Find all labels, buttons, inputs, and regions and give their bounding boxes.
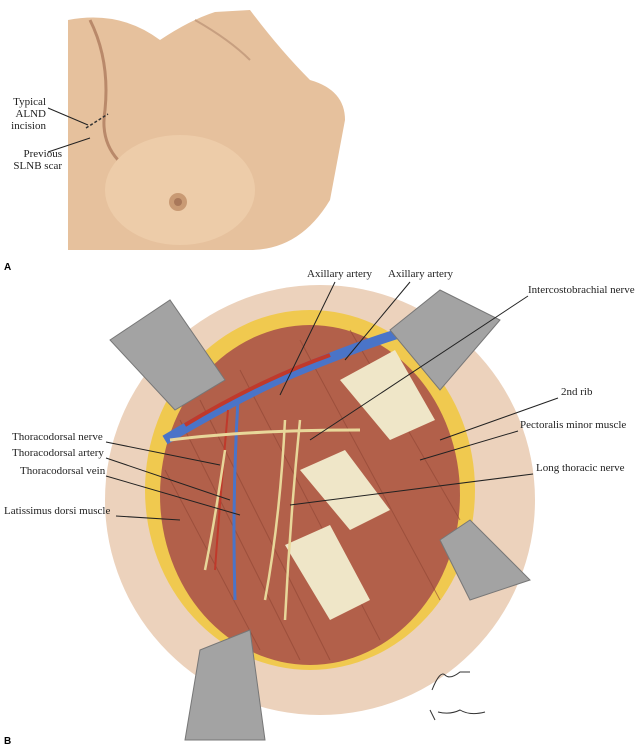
signature — [429, 671, 486, 721]
label-line: SLNB scar — [13, 160, 62, 172]
panel-a-torso-illustration — [68, 10, 346, 250]
retractors — [109, 289, 531, 741]
label-2nd-rib: 2nd rib — [561, 386, 593, 398]
label-line: Previous — [23, 148, 63, 160]
label-line: Typical — [13, 96, 46, 108]
label-line: ALND — [15, 108, 46, 120]
label-line: incision — [11, 120, 46, 132]
label-axillary-artery-2: Axillary artery — [388, 268, 454, 280]
incision-mark — [85, 113, 109, 129]
label-latissimus-dorsi: Latissimus dorsi muscle — [4, 505, 111, 517]
label-long-thoracic-nerve: Long thoracic nerve — [536, 462, 625, 474]
panel-letter-a: A — [4, 262, 12, 273]
label-intercostobrachial-nerve: Intercostobrachial nerve — [528, 284, 635, 296]
axillary-vein — [162, 325, 412, 445]
panel-b-surgical-field — [105, 285, 535, 741]
label-pectoralis-minor: Pectoralis minor muscle — [520, 419, 627, 431]
label-thoracodorsal-nerve: Thoracodorsal nerve — [12, 431, 103, 443]
label-typical-alnd-incision: Typical ALND incision — [2, 96, 46, 132]
label-previous-slnb-scar: Previous SLNB scar — [0, 148, 62, 172]
panel-letter-b: B — [4, 736, 12, 747]
label-axillary-artery-1: Axillary artery — [307, 268, 373, 280]
label-thoracodorsal-artery: Thoracodorsal artery — [12, 447, 104, 459]
axillary-artery — [183, 353, 331, 427]
leader-lines — [105, 281, 559, 521]
rib — [340, 350, 435, 440]
label-thoracodorsal-vein: Thoracodorsal vein — [20, 465, 106, 477]
